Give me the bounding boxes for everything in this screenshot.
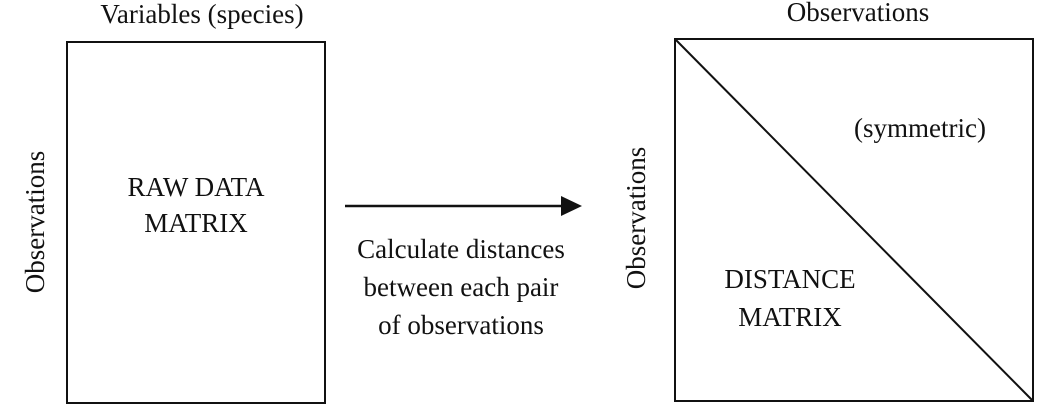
distance-matrix-diagonal — [674, 38, 1034, 402]
distance-matrix-title-line2: MATRIX — [738, 302, 842, 332]
raw-data-matrix-title-line1: RAW DATA — [127, 172, 265, 202]
raw-matrix-row-label: Observations — [20, 150, 50, 294]
raw-data-matrix-title-line2: MATRIX — [144, 208, 248, 238]
arrow-caption-line1: Calculate distances — [357, 234, 565, 264]
distance-matrix-title-line1: DISTANCE — [724, 264, 856, 294]
arrow-caption-line3: of observations — [378, 310, 544, 340]
distance-matrix-column-label: Observations — [786, 0, 930, 27]
raw-data-matrix-box — [66, 41, 326, 404]
distance-matrix-row-label: Observations — [621, 146, 651, 290]
arrow-caption-line2: between each pair — [363, 272, 559, 302]
raw-matrix-column-label: Variables (species) — [100, 0, 304, 29]
distance-matrix-box — [674, 38, 1034, 402]
transform-arrow — [345, 196, 582, 216]
symmetric-note: (symmetric) — [854, 113, 986, 143]
arrow-head — [561, 196, 582, 216]
